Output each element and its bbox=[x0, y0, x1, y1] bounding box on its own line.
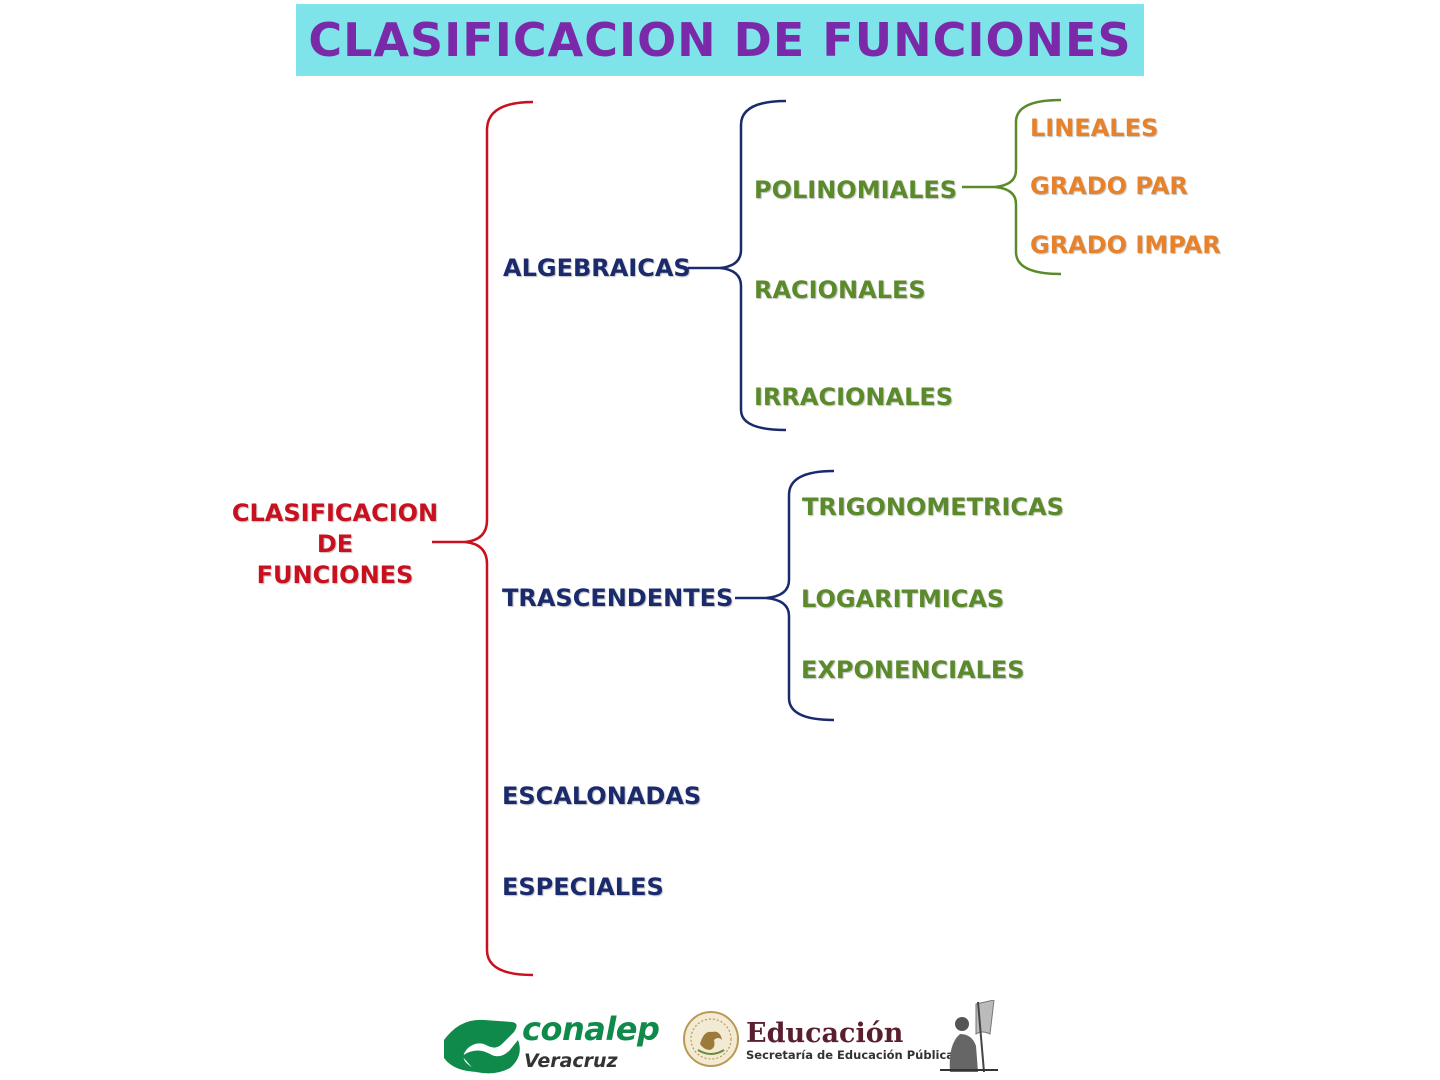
node-grado-impar: GRADO IMPAR bbox=[1030, 231, 1221, 259]
node-polinomiales: POLINOMIALES bbox=[754, 176, 958, 204]
node-lineales: LINEALES bbox=[1030, 114, 1159, 142]
page-title: CLASIFICACION DE FUNCIONES bbox=[308, 13, 1132, 67]
node-algebraicas: ALGEBRAICAS bbox=[503, 254, 691, 282]
bracket-trascendentes bbox=[735, 469, 835, 722]
node-racionales: RACIONALES bbox=[754, 276, 926, 304]
root-node: CLASIFICACION DE FUNCIONES bbox=[210, 498, 460, 591]
sep-wordmark: Secretaría de Educación Pública bbox=[746, 1048, 955, 1062]
conalep-logo-icon bbox=[444, 1019, 520, 1074]
veracruz-emblem-icon bbox=[940, 1000, 998, 1073]
bracket-algebraicas bbox=[688, 99, 787, 432]
bracket-polinomiales bbox=[962, 98, 1062, 276]
node-exponenciales: EXPONENCIALES bbox=[801, 656, 1025, 684]
node-trigonometricas: TRIGONOMETRICAS bbox=[802, 493, 1064, 521]
node-irracionales: IRRACIONALES bbox=[754, 383, 954, 411]
root-line-2: DE bbox=[316, 530, 354, 558]
educacion-wordmark: Educación bbox=[746, 1018, 904, 1049]
node-escalonadas: ESCALONADAS bbox=[502, 782, 702, 810]
bracket-root bbox=[432, 100, 534, 977]
node-grado-par: GRADO PAR bbox=[1030, 172, 1188, 200]
veracruz-wordmark: Veracruz bbox=[524, 1050, 618, 1072]
node-logaritmicas: LOGARITMICAS bbox=[801, 585, 1005, 613]
mexico-seal-icon bbox=[683, 1011, 739, 1067]
root-line-3: FUNCIONES bbox=[256, 561, 414, 589]
root-line-1: CLASIFICACION bbox=[231, 499, 439, 527]
node-trascendentes: TRASCENDENTES bbox=[502, 584, 734, 612]
bracket-lines bbox=[432, 98, 1062, 977]
conalep-wordmark: conalep bbox=[522, 1010, 660, 1048]
node-especiales: ESPECIALES bbox=[502, 873, 664, 901]
title-banner: CLASIFICACION DE FUNCIONES bbox=[296, 4, 1144, 76]
